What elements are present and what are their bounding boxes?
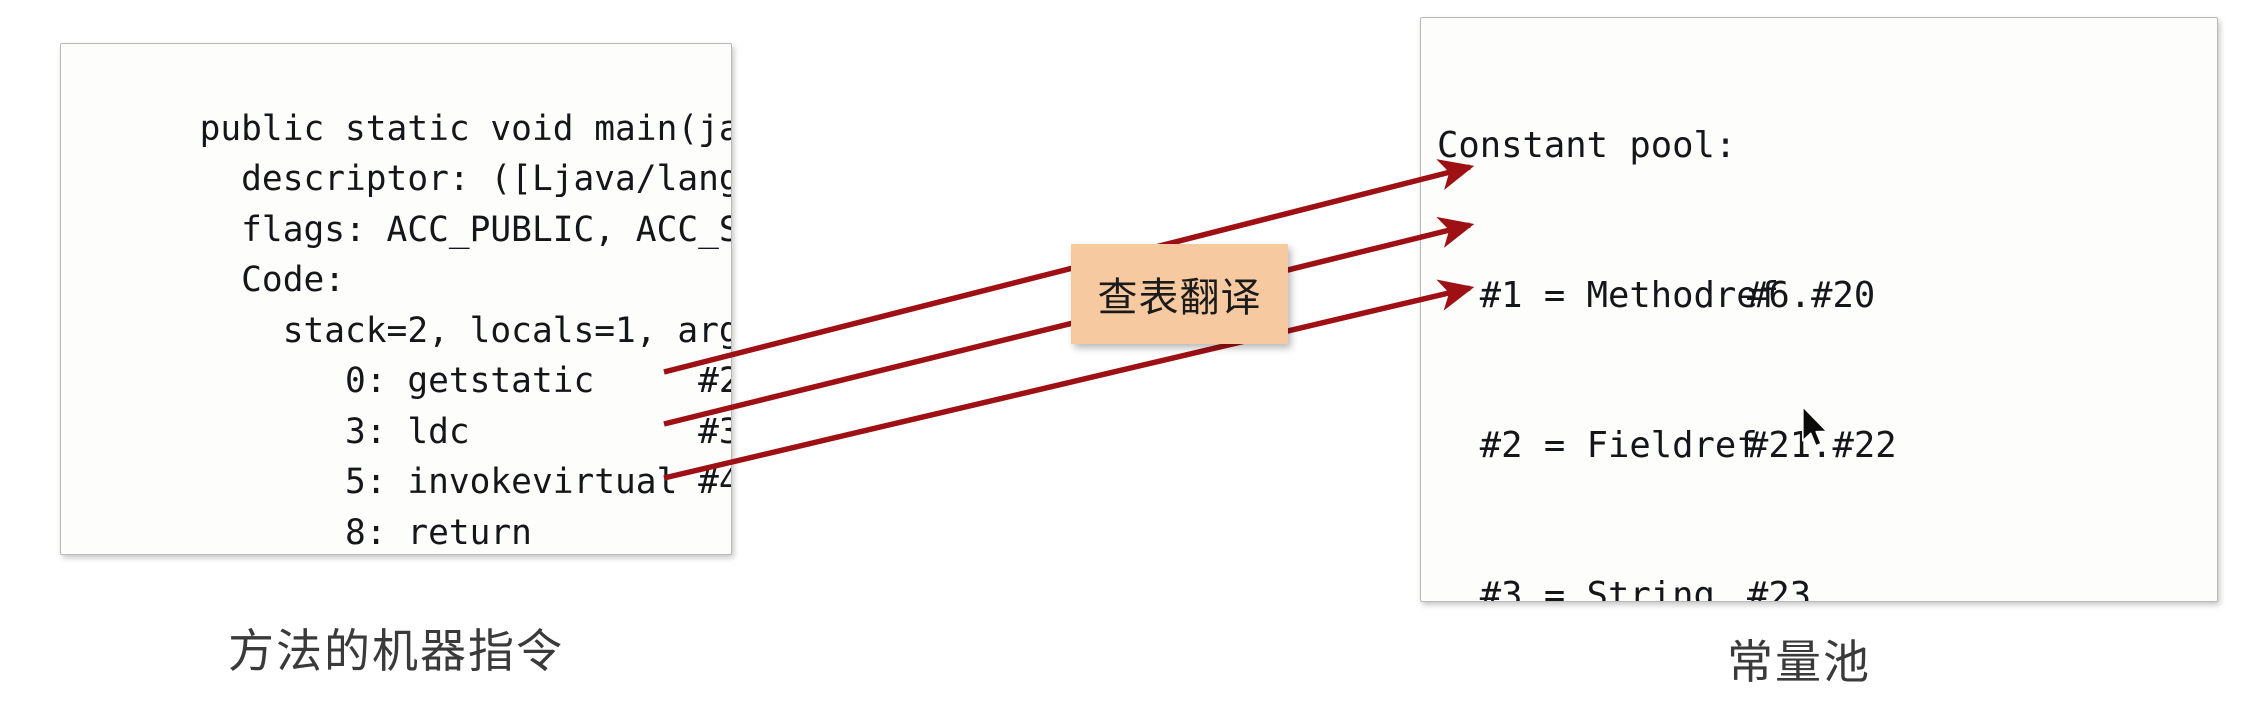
code-line: Code: (199, 260, 346, 300)
code-line-ldc: 3: ldc #3 (199, 411, 732, 452)
code-line-return: 8: return (199, 512, 532, 553)
caption-method-instructions: 方法的机器指令 (228, 624, 564, 678)
arrow-ref-3 (663, 216, 1475, 427)
constant-pool-title: Constant pool: (1437, 125, 1737, 166)
method-bytecode-panel: public static void main(java.lang.String… (60, 43, 732, 555)
mouse-cursor (1802, 405, 1828, 447)
code-line: public static void main(java.lang.String… (199, 108, 731, 149)
code-line-invokevirtual: 5: invokevirtual #4 (199, 462, 732, 502)
constant-pool-text: Constant pool: #1 = Methodref#6.#20 #2 =… (1437, 21, 1897, 602)
constant-pool-row: #1 = Methodref#6.#20 (1437, 271, 1897, 321)
constant-pool-value-1: #6.#20 (1747, 275, 1876, 316)
constant-pool-value-3: #23 (1747, 575, 1812, 602)
constant-pool-entry-2: #2 = Fieldref (1437, 425, 1758, 466)
code-line-getstatic: 0: getstatic #2 (199, 361, 732, 401)
constant-pool-entry-3: #3 = String (1437, 575, 1715, 602)
constant-pool-row: #3 = String #23 (1437, 571, 1897, 602)
code-line: flags: ACC_PUBLIC, ACC_STATIC (241, 209, 732, 250)
code-line: descriptor: ([Ljava/lang/String;)V (241, 159, 731, 199)
constant-pool-panel: Constant pool: #1 = Methodref#6.#20 #2 =… (1420, 17, 2218, 602)
lookup-translate-note-label: 查表翻译 (1097, 275, 1262, 321)
code-line: stack=2, locals=1, args_size=1 (282, 310, 731, 351)
lookup-translate-note: 查表翻译 (1071, 244, 1288, 344)
method-bytecode-text: public static void main(java.lang.String… (75, 53, 732, 554)
arrow-ref-4 (663, 279, 1475, 481)
constant-pool-entry-1: #1 = Methodref (1437, 275, 1779, 316)
caption-constant-pool: 常量池 (1727, 635, 1871, 689)
arrow-ref-2 (663, 159, 1475, 375)
